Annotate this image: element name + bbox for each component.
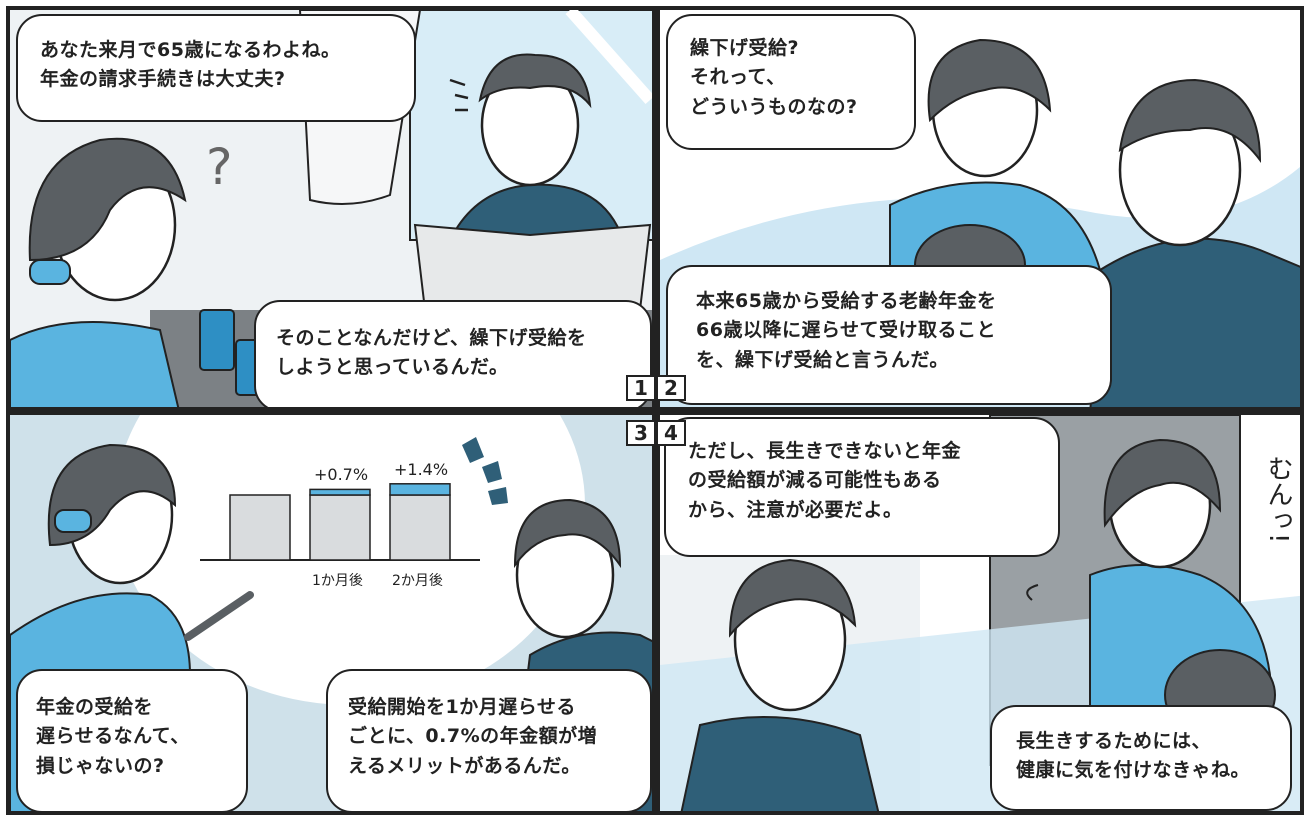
bubble-line: 本来65歳から受給する老齢年金を bbox=[696, 290, 997, 312]
bubble-line: の受給額が減る可能性もある bbox=[688, 469, 942, 492]
bubble-line: そのことなんだけど、繰下げ受給を bbox=[276, 327, 587, 349]
bubble-line: ただし、長生きできないと年金 bbox=[688, 440, 962, 462]
bubble-line: 繰下げ受給? bbox=[690, 37, 800, 59]
chart-category-label: 1か月後 bbox=[312, 573, 363, 589]
speech-bubble-wife-3: 年金の受給を 遅らせるなんて、 損じゃないの? bbox=[16, 669, 248, 811]
speech-bubble-wife-1: あなた来月で65歳になるわよね。 年金の請求手続きは大丈夫? bbox=[16, 14, 416, 122]
speech-bubble-husband-3: 受給開始を1か月遅らせる ごとに、0.7%の年金額が増 えるメリットがあるんだ。 bbox=[326, 669, 652, 811]
bubble-line: どういうものなの? bbox=[690, 95, 858, 118]
chart-category-label: 2か月後 bbox=[392, 573, 443, 589]
bubble-line: 年金の受給を bbox=[36, 696, 154, 718]
panel-4: むんっ! ただし、長生きできないと年金 の受給額が減る可能性もある から、注意が… bbox=[656, 411, 1304, 815]
bubble-line: を、繰下げ受給と言うんだ。 bbox=[696, 348, 949, 371]
panel-number-2: 2 bbox=[656, 375, 686, 401]
bubble-line: 健康に気を付けなきゃね。 bbox=[1016, 759, 1251, 782]
speech-bubble-wife-4: 長生きするためには、 健康に気を付けなきゃね。 bbox=[990, 705, 1292, 811]
bubble-line: それって、 bbox=[690, 66, 786, 89]
bubble-line: 66歳以降に遅らせて受け取ること bbox=[696, 319, 997, 342]
speech-bubble-husband-1: そのことなんだけど、繰下げ受給を しようと思っているんだ。 bbox=[254, 300, 652, 407]
chart-increase-label: +1.4% bbox=[394, 459, 449, 479]
question-mark: ? bbox=[206, 138, 233, 196]
bubble-line: 受給開始を1か月遅らせる bbox=[348, 696, 576, 718]
bubble-line: えるメリットがあるんだ。 bbox=[348, 754, 581, 777]
speech-bubble-husband-2: 本来65歳から受給する老齢年金を 66歳以降に遅らせて受け取ること を、繰下げ受… bbox=[666, 265, 1112, 405]
chart-bar-base bbox=[389, 494, 451, 561]
panel-number-4: 4 bbox=[656, 420, 686, 446]
chart-bar-increase bbox=[389, 483, 451, 496]
chart-increase-label: +0.7% bbox=[314, 465, 369, 485]
panel-2: 繰下げ受給? それって、 どういうものなの? 本来65歳から受給する老齢年金を … bbox=[656, 6, 1304, 411]
bubble-line: あなた来月で65歳になるわよね。 bbox=[40, 39, 341, 61]
bubble-line: から、注意が必要だよ。 bbox=[688, 498, 903, 521]
panel-1: ? あなた来月で65歳になるわよね。 年金の請求手続きは大丈夫? そのことなんだ… bbox=[6, 6, 656, 411]
bubble-line: 損じゃないの? bbox=[36, 754, 165, 777]
bubble-line: 年金の請求手続きは大丈夫? bbox=[40, 68, 286, 91]
speech-bubble-husband-4: ただし、長生きできないと年金 の受給額が減る可能性もある から、注意が必要だよ。 bbox=[664, 417, 1060, 557]
speech-bubble-wife-2: 繰下げ受給? それって、 どういうものなの? bbox=[666, 14, 916, 150]
panel-number-1: 1 bbox=[626, 375, 656, 401]
sound-effect-mun: むんっ! bbox=[1263, 455, 1293, 544]
chart-bar-base bbox=[309, 494, 371, 561]
chart-bar-base bbox=[229, 494, 291, 561]
bubble-line: 長生きするためには、 bbox=[1016, 730, 1212, 752]
pension-increase-chart bbox=[200, 483, 480, 561]
bubble-line: ごとに、0.7%の年金額が増 bbox=[348, 725, 598, 748]
bubble-line: しようと思っているんだ。 bbox=[276, 356, 509, 379]
bubble-line: 遅らせるなんて、 bbox=[36, 725, 190, 748]
panel-3: +0.7% 1か月後 +1.4% 2か月後 年金の受給を 遅らせるなんて、 損じゃない… bbox=[6, 411, 656, 815]
panel-number-3: 3 bbox=[626, 420, 656, 446]
chart-bar-increase bbox=[309, 488, 371, 496]
